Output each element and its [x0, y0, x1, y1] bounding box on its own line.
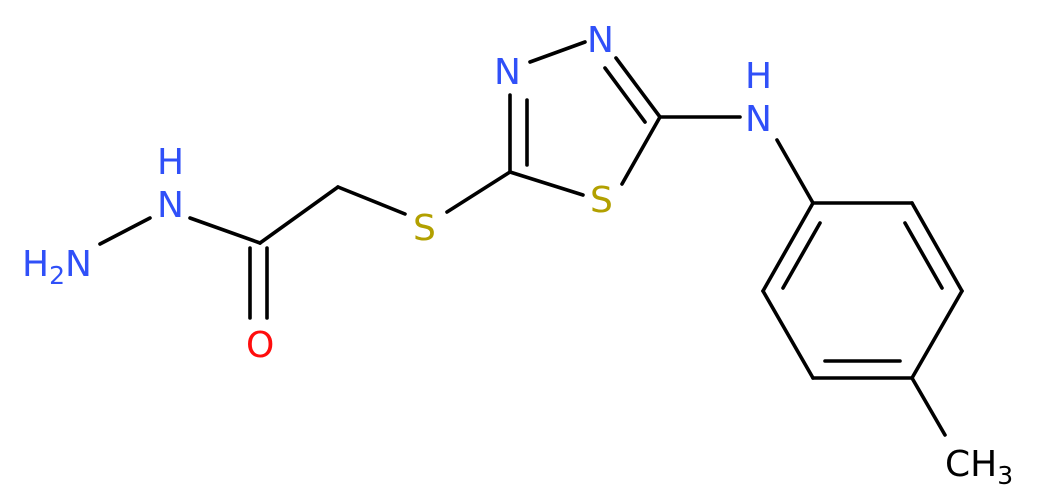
bond-ar-3: [910, 289, 964, 380]
bond-ar-methyl: [910, 376, 947, 437]
atom-carbonyl-o: O: [246, 325, 274, 366]
bond-nh-aryl: [775, 138, 815, 205]
bond-ch2-s: [336, 185, 407, 216]
bond-n3-n4: [528, 40, 587, 64]
bond-c2-n3-2: [603, 66, 647, 124]
bond-c5-sring: [508, 170, 585, 197]
atom-amine-nh: N: [745, 99, 772, 140]
atom-hydrazide-nh-h: H: [157, 142, 184, 183]
bond-ar-6b: [781, 221, 822, 290]
bond-ar-5: [761, 289, 815, 380]
bond-sring-c2: [620, 115, 662, 186]
atom-hydrazide-nh2: H2N: [22, 244, 92, 290]
bond-c2-n3-1: [614, 56, 662, 119]
bond-ar-6: [761, 201, 815, 293]
bond-nh-carbonyl: [188, 216, 262, 245]
bond-carbonyl-ch2: [258, 185, 340, 245]
atom-hydrazide-nh: N: [157, 185, 184, 226]
atom-ring-s: S: [590, 180, 613, 221]
bond-ar-2b: [903, 221, 944, 290]
atom-thioether-s: S: [413, 208, 436, 249]
bond-ar-2: [910, 201, 964, 293]
bond-nh2-nh: [98, 216, 152, 246]
atom-amine-nh-h: H: [745, 56, 772, 97]
atom-methyl: CH3: [945, 444, 1013, 490]
atom-ring-n3: N: [587, 20, 614, 61]
bond-s-c5: [445, 170, 512, 214]
atom-ring-n4: N: [494, 52, 521, 93]
